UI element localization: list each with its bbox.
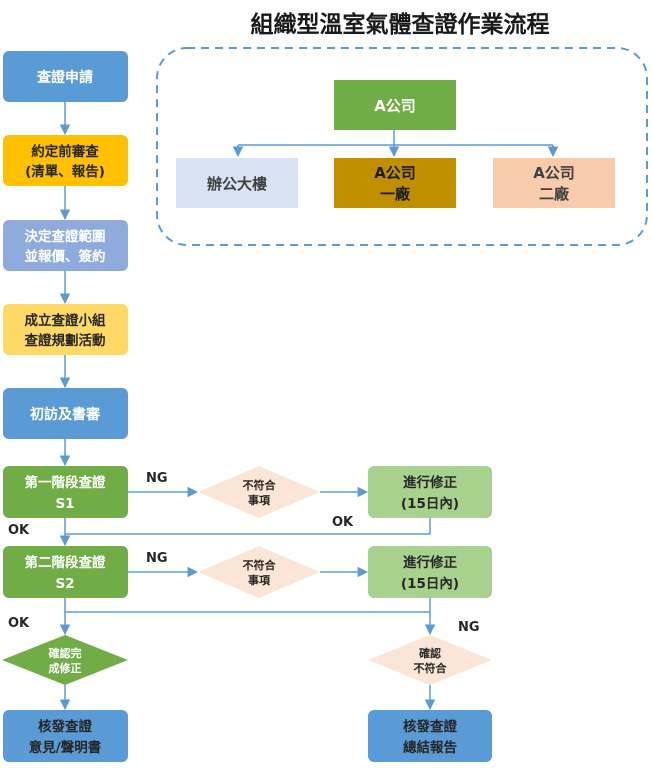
correction-1-label-1: 進行修正 (403, 474, 457, 491)
step-stage2-node: 第二階段查證 S2 (3, 546, 128, 598)
nonconformity-1-label-1: 不符合 (243, 478, 277, 492)
step-initial-visit-label: 初訪及書審 (30, 406, 101, 423)
confirm-corrected-node: 確認完 成修正 (2, 635, 128, 685)
final-summary-node: 核發查證 總結報告 (368, 710, 492, 762)
confirm-nonconform-label-2: 不符合 (414, 661, 448, 675)
step-stage2-label-2: S2 (55, 576, 74, 592)
confirm-corrected-label-2: 成修正 (49, 661, 82, 675)
org-plant2-label-2: 二廠 (539, 185, 570, 203)
step-initial-visit-node: 初訪及書審 (3, 388, 128, 439)
step-team-label-2: 查證規劃活動 (25, 332, 106, 349)
ok-label-stage1: OK (8, 523, 30, 538)
ng-label-stage2: NG (146, 551, 168, 566)
correction-2-label-1: 進行修正 (403, 554, 457, 571)
page-title: 組織型溫室氣體查證作業流程 (251, 11, 550, 38)
step-apply-label: 查證申請 (37, 69, 93, 86)
final-summary-label-2: 總結報告 (403, 739, 457, 756)
final-opinion-node: 核發查證 意見/聲明書 (3, 710, 128, 762)
step-scope-label-2: 並報價、簽約 (25, 248, 106, 265)
step-prereview-node: 約定前審查 (清單、報告) (3, 135, 128, 186)
step-stage1-label-1: 第一階段查證 (25, 474, 106, 491)
correction-2-node: 進行修正 (15日內) (368, 546, 492, 598)
correction-1-node: 進行修正 (15日內) (368, 466, 492, 518)
step-team-label-1: 成立查證小組 (25, 312, 106, 329)
flow-connectors (59, 102, 436, 711)
org-plant1-label-2: 一廠 (380, 185, 411, 203)
step-team-node: 成立查證小組 查證規劃活動 (3, 304, 128, 355)
org-plant2-node: A公司 二廠 (493, 158, 615, 208)
step-stage1-label-2: S1 (55, 496, 74, 512)
correction-2-label-2: (15日內) (401, 576, 459, 592)
final-summary-label-1: 核發查證 (403, 718, 457, 735)
nonconformity-2-label-2: 事項 (248, 573, 271, 587)
step-stage2-label-1: 第二階段查證 (25, 554, 106, 571)
org-plant1-node: A公司 一廠 (334, 158, 456, 208)
org-plant1-label-1: A公司 (374, 164, 416, 182)
step-prereview-label-1: 約定前審查 (31, 143, 99, 160)
confirm-corrected-label-1: 確認完 (49, 646, 82, 660)
org-office-label: 辦公大樓 (207, 175, 267, 193)
step-prereview-label-2: (清單、報告) (25, 163, 105, 180)
correction-1-label-2: (15日內) (401, 496, 459, 512)
org-company-node: A公司 (334, 80, 456, 130)
nonconformity-2-label-1: 不符合 (243, 558, 277, 572)
org-connectors (232, 130, 559, 158)
confirm-nonconform-label-1: 確認 (419, 646, 441, 660)
org-company-label: A公司 (374, 97, 416, 115)
final-opinion-label-2: 意見/聲明書 (29, 739, 102, 756)
nonconformity-2-node: 不符合 事項 (198, 546, 320, 598)
ok-label-correction1: OK (332, 515, 354, 530)
final-opinion-label-1: 核發查證 (38, 718, 92, 735)
step-scope-label-1: 決定查證範圍 (25, 228, 106, 245)
org-plant2-label-1: A公司 (533, 164, 575, 182)
org-office-node: 辦公大樓 (176, 158, 298, 208)
ng-label-stage1: NG (146, 471, 168, 486)
org-boundary (156, 47, 648, 246)
step-stage1-node: 第一階段查證 S1 (3, 466, 128, 518)
nonconformity-1-label-2: 事項 (248, 493, 271, 507)
ng-label-confirm: NG (458, 620, 480, 635)
confirm-nonconform-node: 確認 不符合 (368, 635, 492, 685)
ok-label-stage2: OK (8, 616, 30, 631)
step-scope-node: 決定查證範圍 並報價、簽約 (3, 220, 128, 271)
step-apply-node: 查證申請 (3, 51, 128, 102)
nonconformity-1-node: 不符合 事項 (198, 466, 320, 518)
